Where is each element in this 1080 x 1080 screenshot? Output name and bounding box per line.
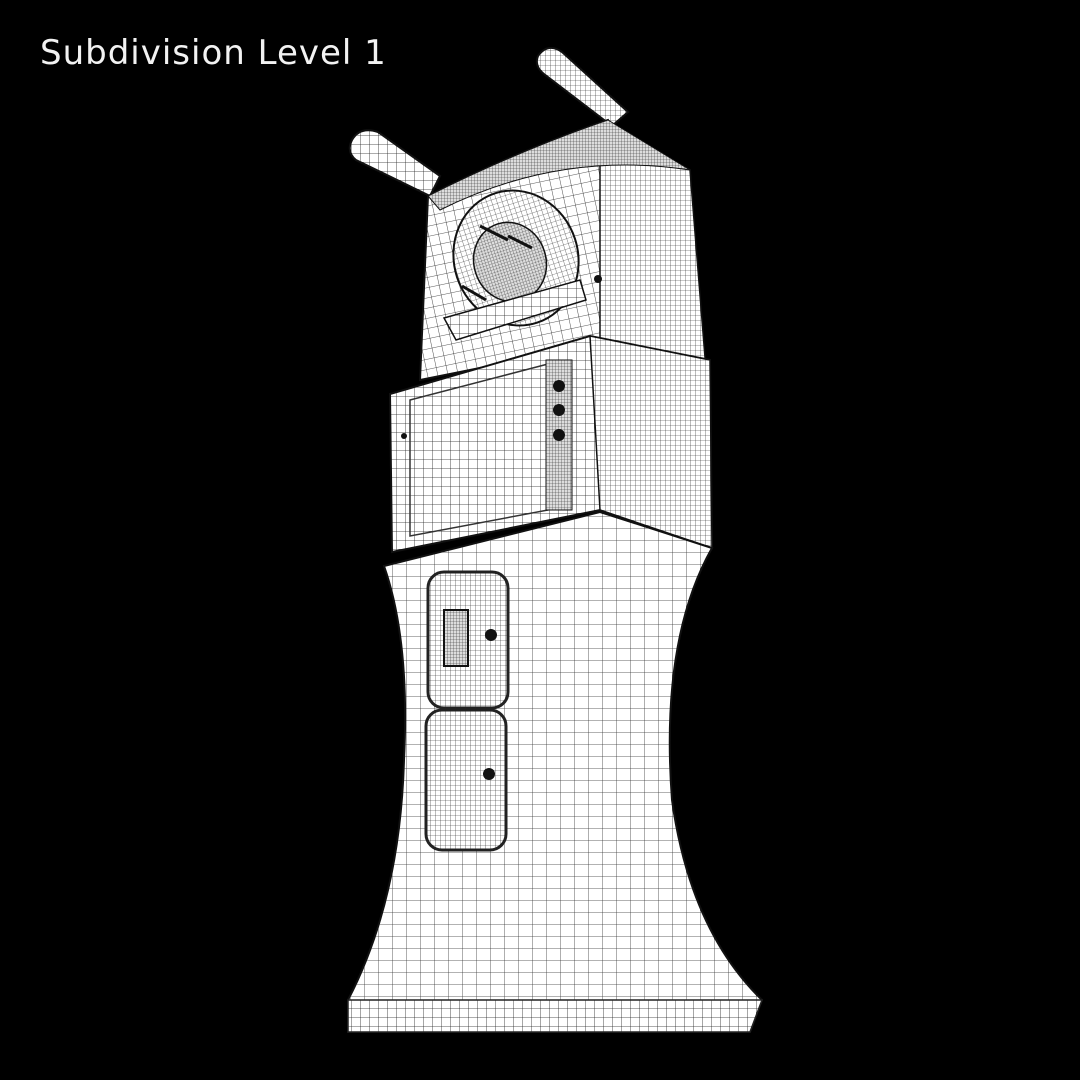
button-2 xyxy=(553,404,565,416)
panel-label-plate xyxy=(443,609,469,667)
mid-box xyxy=(388,334,714,554)
dial-needle-1 xyxy=(479,224,509,242)
panel-dot-2 xyxy=(483,768,495,780)
subdivision-level-caption: Subdivision Level 1 xyxy=(40,33,387,73)
dial-needle-3 xyxy=(461,284,487,302)
lower-panel xyxy=(424,708,508,852)
side-dot xyxy=(401,433,407,439)
button-3 xyxy=(553,429,565,441)
right-handle xyxy=(535,46,630,128)
button-1 xyxy=(553,380,565,392)
head-dot xyxy=(594,275,602,283)
dial xyxy=(442,189,602,341)
dial-needle-2 xyxy=(507,234,533,250)
left-handle xyxy=(348,129,442,198)
waist-and-base xyxy=(347,510,764,1033)
upper-panel xyxy=(426,570,510,710)
panel-dot-1 xyxy=(485,629,497,641)
